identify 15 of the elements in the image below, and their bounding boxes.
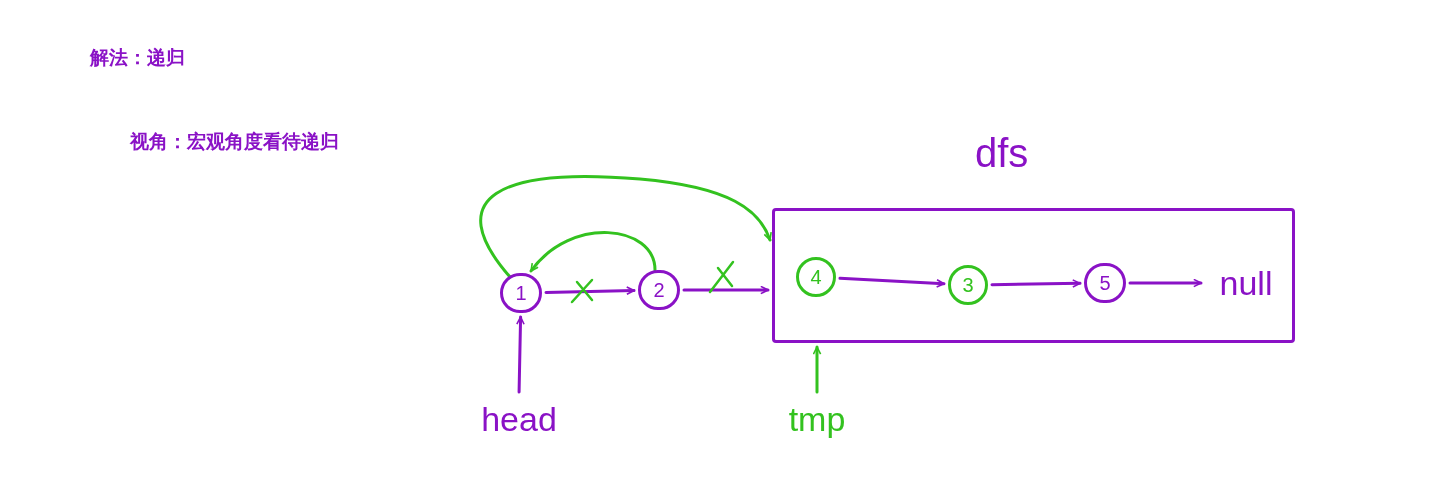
note-text: 视角：宏观角度看待递归	[130, 130, 339, 154]
box-heading: dfs	[975, 133, 1029, 173]
arrow	[1128, 278, 1203, 288]
arrow	[812, 345, 822, 394]
arrow	[990, 279, 1082, 288]
note-text: 解法：递归	[90, 46, 185, 70]
arrow	[516, 315, 525, 394]
pointer-label: head	[478, 396, 560, 442]
arrow	[682, 285, 770, 295]
arrow	[838, 276, 946, 288]
pointer-label: tmp	[782, 396, 852, 442]
arrow	[529, 231, 657, 273]
arrow	[479, 175, 772, 279]
pointer-label: null	[1205, 258, 1287, 308]
arrow	[544, 286, 636, 296]
